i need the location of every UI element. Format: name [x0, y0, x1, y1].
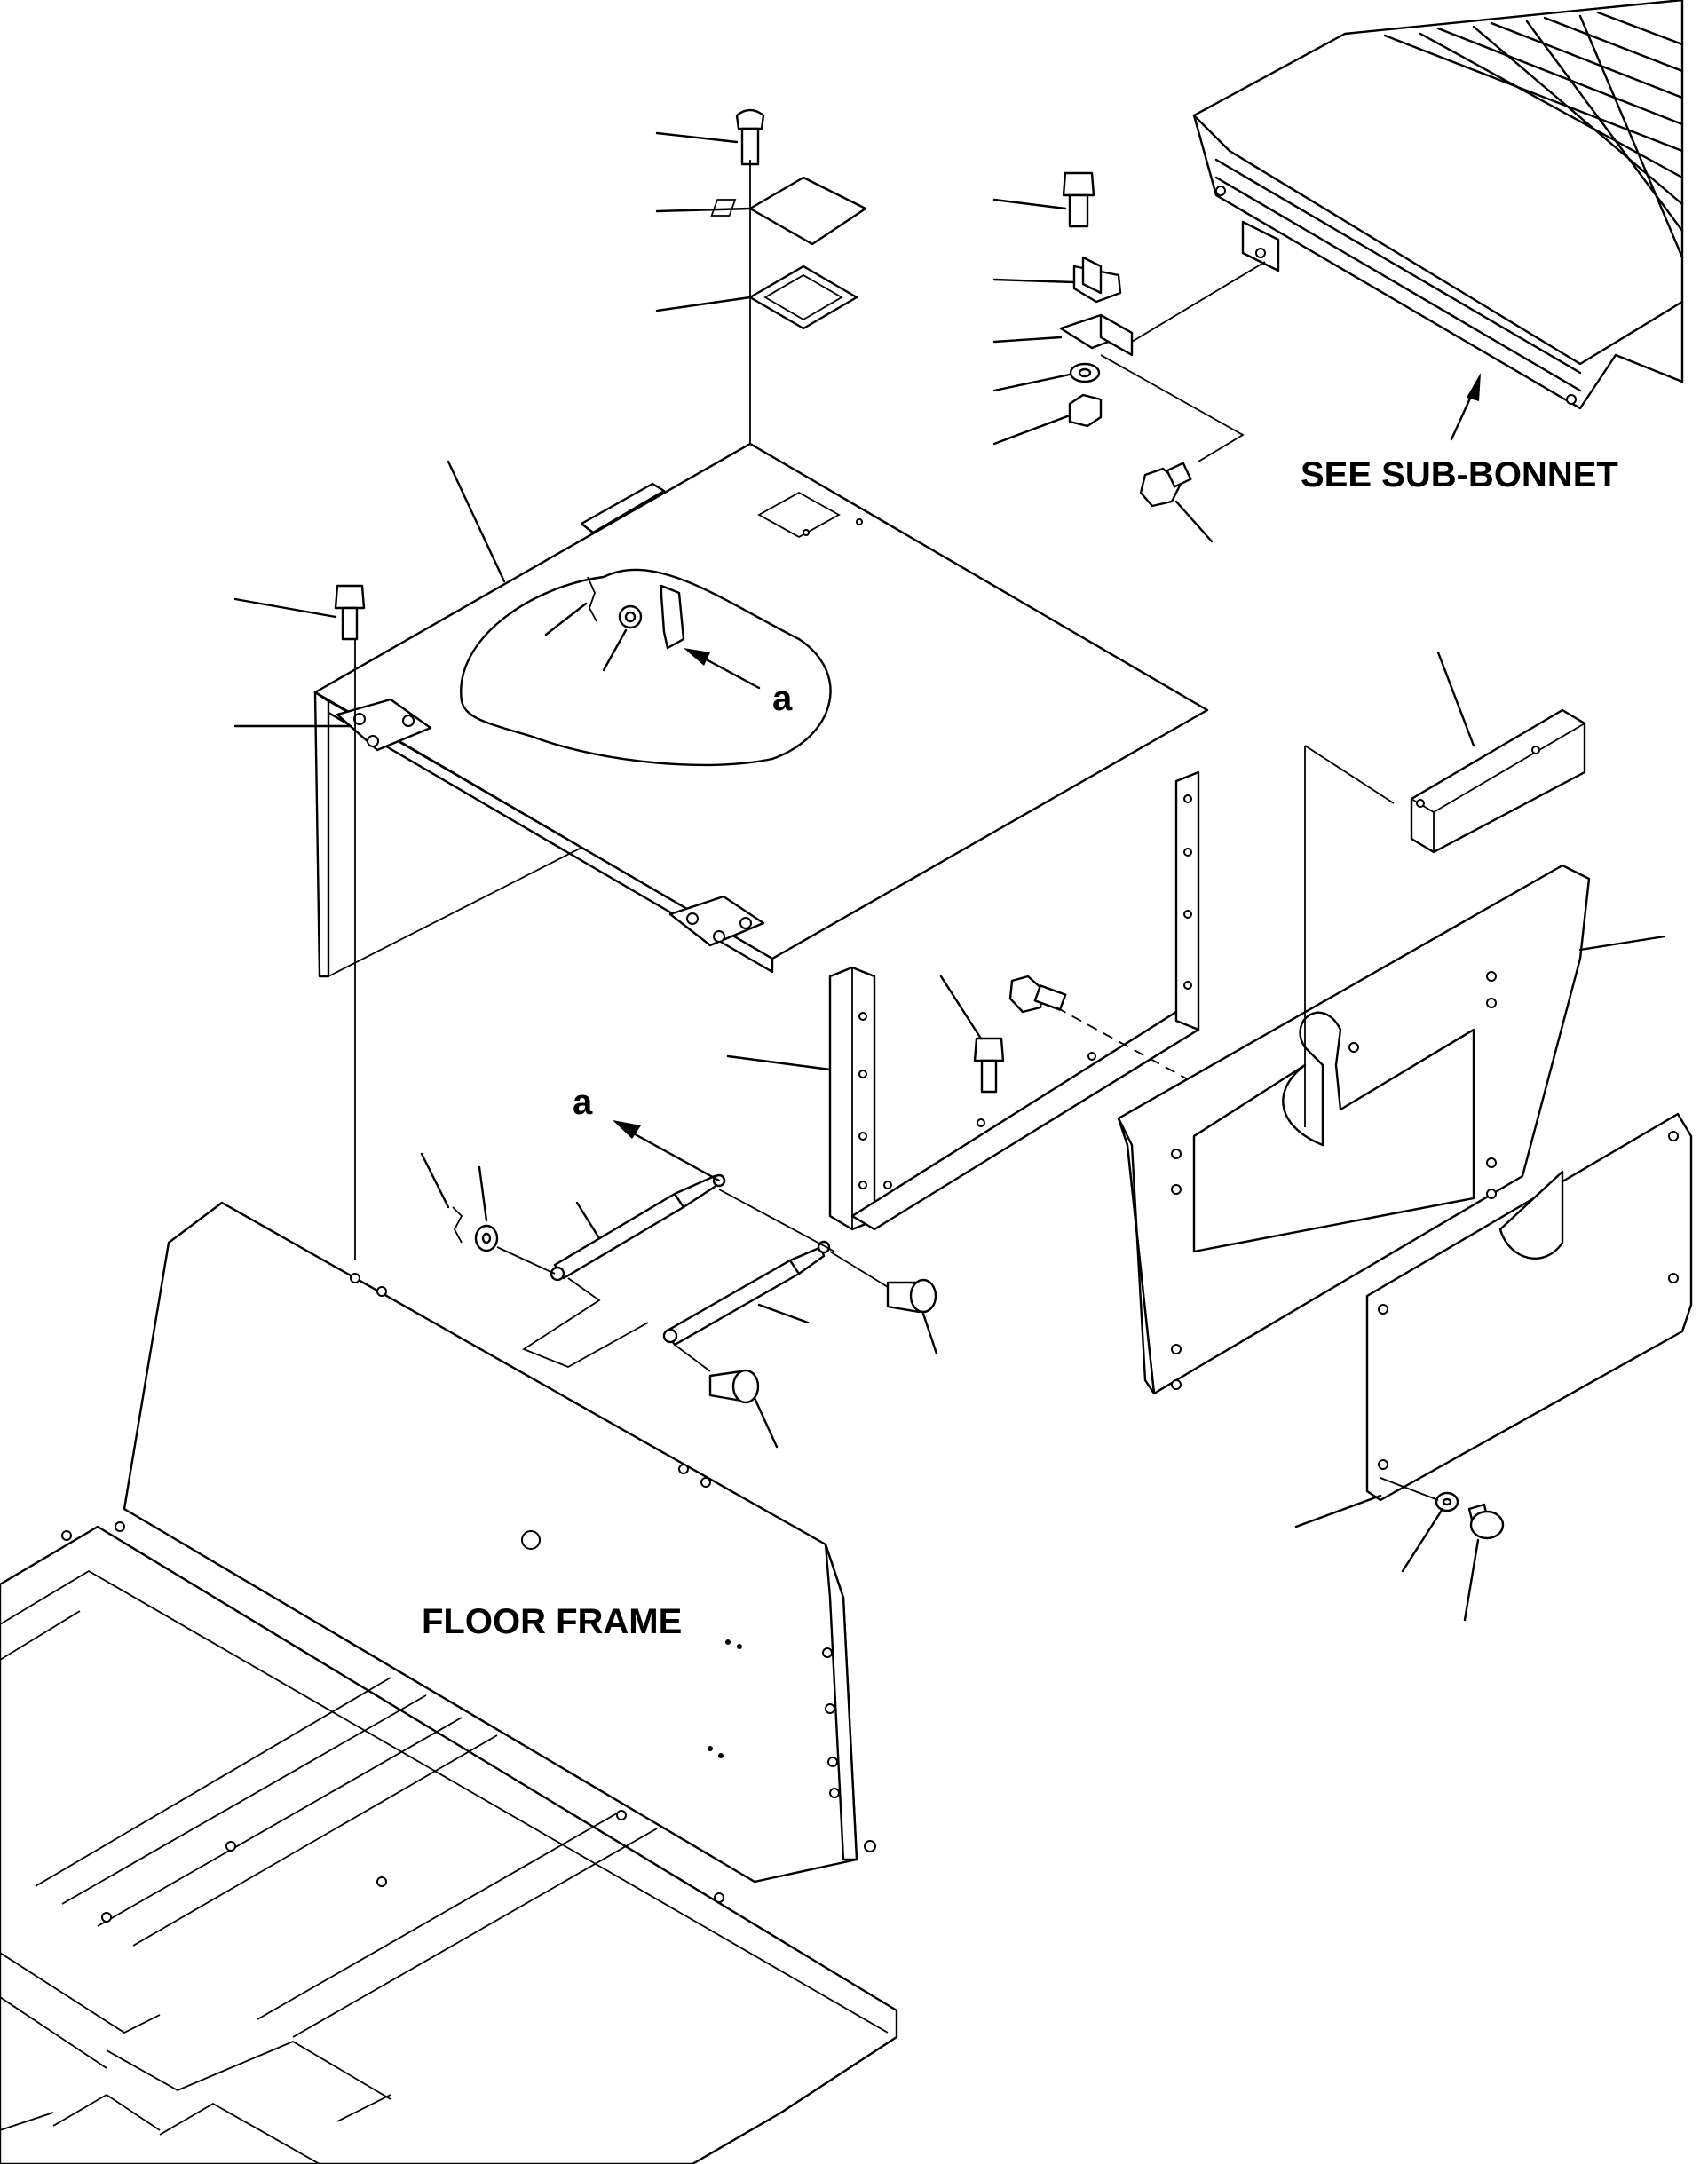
hinge-bracket-lower [992, 261, 1266, 357]
door-washer [1380, 1477, 1459, 1573]
hood-support-left [726, 966, 876, 1231]
hinge-pin-bolt [1100, 354, 1245, 543]
inspection-cover-gasket [655, 265, 858, 330]
hinge-bolt [992, 171, 1095, 228]
hood-support-frame [850, 770, 1200, 1231]
frame-bolt [939, 975, 1005, 1094]
label-detail-a-bottom: a [573, 1083, 593, 1122]
cover-screw [655, 108, 765, 166]
frame-bolt-side [1008, 975, 1244, 1110]
sub-bonnet [1192, 0, 1684, 410]
door-knob [1463, 1503, 1505, 1622]
label-detail-a-top: a [772, 679, 793, 718]
leader-sub-bonnet [1450, 373, 1481, 441]
detail-callout-arrow-top [684, 648, 761, 690]
gas-spring-upper [550, 1173, 726, 1282]
side-panel [1117, 745, 1666, 1395]
gas-spring-lower [662, 1240, 831, 1347]
engine-hood [313, 442, 1209, 978]
hinge-bracket-upper [992, 256, 1122, 304]
side-cover-bracket [1410, 651, 1586, 854]
gas-spring-pins [420, 1152, 938, 1449]
floor-frame [0, 1201, 898, 2164]
washer [992, 362, 1101, 392]
label-floor-frame: FLOOR FRAME [422, 1602, 682, 1641]
label-see-sub-bonnet: SEE SUB-BONNET [1301, 455, 1618, 494]
inspection-cover-plate [655, 176, 867, 246]
detail-callout-arrow-bottom [613, 1120, 721, 1182]
leader-engine-hood [447, 460, 506, 583]
side-door-panel [1294, 1112, 1693, 1528]
nut [992, 393, 1103, 446]
hood-hinge-bolt [233, 584, 366, 641]
